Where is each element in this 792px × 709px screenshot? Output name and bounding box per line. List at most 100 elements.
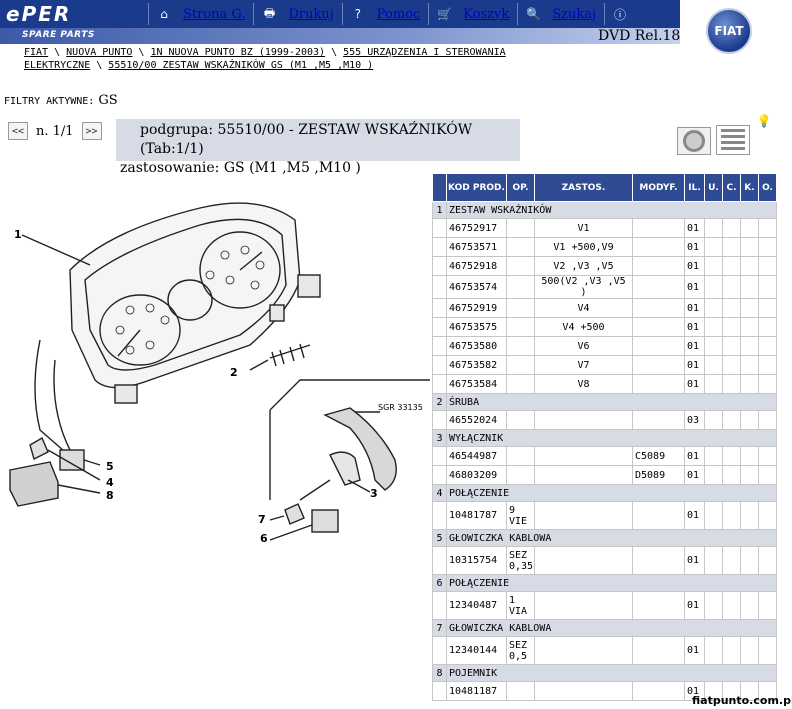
part-modyf [632, 374, 685, 394]
part-flag [704, 336, 723, 356]
row-index [432, 591, 447, 620]
breadcrumb-separator: \ [90, 60, 109, 71]
subgroup-application: zastosowanie: GS (M1 ,M5 ,M10 ) [120, 160, 361, 176]
hint-icon[interactable]: 💡 [756, 114, 772, 128]
row-index [432, 218, 447, 238]
table-row[interactable]: 46753575 V4 +500 01 [432, 317, 777, 337]
part-flag [740, 317, 759, 337]
part-qty: 01 [684, 465, 705, 485]
nav-cart[interactable]: 🛒Koszyk [428, 3, 517, 25]
nav-help[interactable]: ?Pomoc [341, 3, 428, 25]
part-flag [722, 355, 741, 375]
part-code: 46753574 [446, 275, 507, 299]
group-title: ŚRUBA [446, 393, 777, 411]
group-number: 5 [432, 529, 447, 547]
part-flag [722, 256, 741, 276]
row-index [432, 355, 447, 375]
callout-5: 5 [106, 460, 114, 473]
breadcrumb-link[interactable]: FIAT [24, 47, 49, 58]
part-qty: 01 [684, 317, 705, 337]
row-index [432, 275, 447, 299]
row-index [432, 410, 447, 430]
part-op [506, 374, 535, 394]
nav-search[interactable]: 🔍Szukaj [517, 3, 604, 25]
row-index [432, 298, 447, 318]
breadcrumb-link[interactable]: NUOVA PUNTO [66, 47, 133, 58]
part-flag [704, 446, 723, 466]
pager: << n. 1/1 >> [8, 122, 102, 140]
prev-page-button[interactable]: << [8, 122, 28, 140]
part-flag [758, 298, 777, 318]
callout-1: 1 [14, 228, 22, 241]
breadcrumb-link[interactable]: 555 URZĄDZENIA I STEROWANIA ELEKTRYCZNE [24, 47, 506, 71]
next-page-button[interactable]: >> [81, 122, 102, 140]
part-flag [740, 336, 759, 356]
part-code: 46753582 [446, 355, 507, 375]
nav-home-label: Strona G. [183, 6, 246, 22]
eper-logo: ePER [6, 2, 72, 26]
wheel-view-button[interactable] [677, 127, 711, 155]
part-flag [704, 546, 723, 575]
nav-home[interactable]: ⌂Strona G. [148, 3, 253, 25]
group-title: POJEMNIK [446, 664, 777, 682]
row-index [432, 636, 447, 665]
part-flag [740, 275, 759, 299]
part-flag [758, 336, 777, 356]
part-qty: 01 [684, 374, 705, 394]
part-qty: 01 [684, 218, 705, 238]
part-flag [704, 237, 723, 257]
part-code: 10481787 [446, 501, 507, 530]
callout-8: 8 [106, 489, 114, 502]
part-code: 46752918 [446, 256, 507, 276]
list-view-button[interactable] [716, 125, 750, 155]
part-flag [740, 218, 759, 238]
nav-info[interactable]: ⓘ [604, 3, 647, 25]
group-title: POŁĄCZENIE [446, 484, 777, 502]
part-flag [758, 355, 777, 375]
nav-print[interactable]: 🖶Drukuj [253, 3, 341, 25]
part-flag [740, 355, 759, 375]
part-flag [740, 446, 759, 466]
breadcrumb-separator: \ [48, 47, 67, 58]
part-flag [722, 446, 741, 466]
column-header: O. [758, 173, 777, 202]
column-header: K. [740, 173, 759, 202]
group-number: 6 [432, 574, 447, 592]
part-zastos: V4 +500 [534, 317, 633, 337]
subgroup-title: podgrupa: 55510/00 - ZESTAW WSKAŹNIKÓW (… [140, 122, 473, 157]
part-modyf [632, 336, 685, 356]
column-header: U. [704, 173, 723, 202]
part-qty: 01 [684, 636, 705, 665]
breadcrumb-link[interactable]: 55510/00 ZESTAW WSKAŹNIKÓW GS (M1 ,M5 ,M… [108, 60, 374, 71]
part-code: 46752917 [446, 218, 507, 238]
breadcrumb-link[interactable]: 1N NUOVA PUNTO BZ (1999-2003) [150, 47, 326, 58]
part-zastos [534, 636, 633, 665]
part-qty: 01 [684, 446, 705, 466]
part-code: 46753575 [446, 317, 507, 337]
